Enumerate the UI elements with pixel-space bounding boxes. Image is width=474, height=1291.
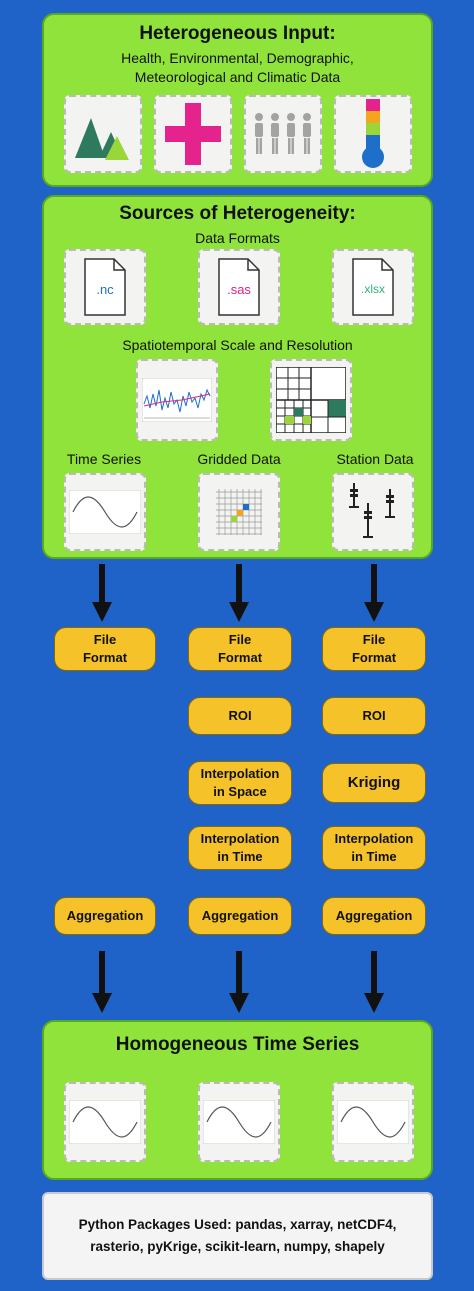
scale-label: Spatiotemporal Scale and Resolution: [122, 337, 353, 353]
input-panel: Heterogeneous Input: Health, Environment…: [42, 13, 433, 187]
col2-roi-step: ROI: [188, 697, 292, 735]
pill-line: Aggregation: [66, 908, 144, 923]
col3-roi-step: ROI: [322, 697, 426, 735]
sources-title: Sources of Heterogeneity:: [119, 203, 356, 224]
data-formats-label: Data Formats: [195, 230, 280, 246]
col1-file-format-step: File Format: [54, 627, 156, 671]
input-subtitle-line2: Meteorological and Climatic Data: [134, 69, 341, 85]
output-series-tile-3: [332, 1082, 414, 1162]
output-title: Homogeneous Time Series: [115, 1034, 360, 1055]
type-label-time-series: Time Series: [66, 451, 142, 467]
time-series-tile: [64, 473, 146, 551]
sources-panel: Sources of Heterogeneity: Data Formats .…: [42, 195, 433, 559]
arrow-down-icon: [229, 951, 249, 1013]
demographic-tile: [244, 95, 322, 173]
packages-line2: rasterio, pyKrige, scikit-learn, numpy, …: [90, 1239, 385, 1254]
arrow-down-icon: [92, 564, 112, 622]
input-title: Heterogeneous Input:: [139, 23, 336, 44]
sas-file-icon: .sas: [218, 258, 260, 316]
pill-line: Interpolation: [200, 766, 280, 781]
medical-cross-icon: [165, 103, 221, 165]
xlsx-file-tile: .xlsx: [332, 249, 414, 325]
pill-line: Kriging: [347, 774, 401, 791]
pill-line: in Time: [217, 849, 263, 864]
climate-tile: [334, 95, 412, 173]
arrow-down-icon: [92, 951, 112, 1013]
weather-station-icon: [349, 483, 395, 538]
arrow-down-icon: [364, 951, 384, 1013]
python-packages-box: Python Packages Used: pandas, xarray, ne…: [42, 1192, 433, 1280]
noisy-series-tile: [136, 359, 218, 441]
sas-file-tile: .sas: [198, 249, 280, 325]
pill-line: Format: [217, 650, 263, 665]
nc-file-tile: .nc: [64, 249, 146, 325]
pill-line: File: [228, 632, 252, 647]
people-icon: [255, 113, 311, 154]
output-series-tile-1: [64, 1082, 146, 1162]
packages-line1: Python Packages Used: pandas, xarray, ne…: [78, 1217, 397, 1232]
pill-line: Format: [82, 650, 128, 665]
xlsx-file-icon: .xlsx: [352, 258, 394, 316]
type-label-gridded-data: Gridded Data: [197, 451, 281, 467]
sine-wave-icon: [337, 1100, 409, 1144]
col3-kriging-step: Kriging: [322, 763, 426, 803]
noisy-timeseries-icon: [142, 378, 212, 422]
resolution-grid-icon: [276, 367, 346, 433]
nc-label: .nc: [96, 282, 114, 297]
pill-line: Interpolation: [200, 831, 280, 846]
col2-interpolation-space-step: Interpolation in Space: [188, 761, 292, 805]
col2-aggregation-step: Aggregation: [188, 897, 292, 935]
pill-line: ROI: [228, 708, 252, 723]
col3-file-format-step: File Format: [322, 627, 426, 671]
health-tile: [154, 95, 232, 173]
col1-aggregation-step: Aggregation: [54, 897, 156, 935]
col2-file-format-step: File Format: [188, 627, 292, 671]
station-data-tile: [332, 473, 414, 551]
col2-interpolation-time-step: Interpolation in Time: [188, 826, 292, 870]
pill-line: Aggregation: [335, 908, 413, 923]
pill-line: File: [362, 632, 386, 647]
output-panel: Homogeneous Time Series: [42, 1020, 433, 1180]
type-label-station-data: Station Data: [336, 451, 414, 467]
output-series-tile-2: [198, 1082, 280, 1162]
pill-line: ROI: [362, 708, 386, 723]
gridded-data-tile: [198, 473, 280, 551]
pill-line: File: [93, 632, 117, 647]
col3-aggregation-step: Aggregation: [322, 897, 426, 935]
input-subtitle-line1: Health, Environmental, Demographic,: [121, 50, 354, 66]
pill-line: Interpolation: [334, 831, 414, 846]
sine-wave-icon: [69, 1100, 141, 1144]
resolution-tile: [270, 359, 352, 441]
pill-line: Format: [351, 650, 397, 665]
xlsx-label: .xlsx: [361, 282, 385, 296]
col3-interpolation-time-step: Interpolation in Time: [322, 826, 426, 870]
environment-tile: [64, 95, 142, 173]
pill-line: in Space: [213, 784, 267, 799]
thermometer-icon: [362, 99, 384, 168]
gridded-data-icon: [216, 489, 262, 535]
trees-icon: [75, 118, 129, 160]
sine-wave-icon: [69, 490, 141, 534]
pill-line: in Time: [351, 849, 397, 864]
arrow-down-icon: [229, 564, 249, 622]
pill-line: Aggregation: [201, 908, 279, 923]
arrow-down-icon: [364, 564, 384, 622]
nc-file-icon: .nc: [84, 258, 126, 316]
sine-wave-icon: [203, 1100, 275, 1144]
sas-label: .sas: [227, 282, 251, 297]
